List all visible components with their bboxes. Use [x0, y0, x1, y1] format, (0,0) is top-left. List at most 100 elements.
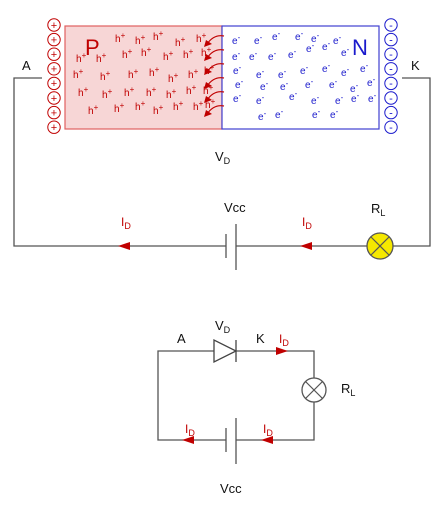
schematic-cathode-label: K [256, 331, 265, 346]
hole-carrier: h+ [115, 31, 126, 45]
diode-schematic: A K VD ID RL Vcc ID ID [157, 318, 355, 496]
electron-carrier: e- [272, 29, 281, 43]
electron-carrier: e- [235, 77, 244, 91]
positive-charge-circle [47, 18, 61, 32]
hole-carrier: h+ [114, 101, 125, 115]
electron-carrier: e- [351, 91, 360, 105]
hole-carrier: h+ [168, 71, 179, 85]
negative-charge-circle [384, 91, 398, 105]
positive-charge-sign: + [51, 64, 57, 76]
electron-carrier: e- [278, 67, 287, 81]
hole-carrier: h+ [149, 65, 160, 79]
positive-charge-sign: + [51, 107, 57, 119]
schematic-current-arrow-top [276, 347, 288, 355]
positive-charge-circle [47, 91, 61, 105]
current-arrow-left [118, 242, 130, 250]
electron-carrier: e- [288, 47, 297, 61]
negative-charge-sign: - [389, 93, 393, 105]
p-region-label: P [85, 35, 100, 60]
n-region-label: N [352, 35, 368, 60]
electron-carrier: e- [311, 93, 320, 107]
electron-carrier: e- [256, 67, 265, 81]
flow-arrow-head [204, 82, 212, 89]
hole-carrier: h+ [186, 83, 197, 97]
electron-carrier: e- [258, 109, 267, 123]
negative-charge-sign: - [389, 122, 393, 134]
flow-arrow-head [204, 96, 212, 103]
electron-carrier: e- [333, 33, 342, 47]
electron-carrier: e- [289, 89, 298, 103]
diode-symbol [213, 338, 238, 364]
schematic-diode-label: VD [215, 318, 231, 335]
p-region [64, 25, 223, 130]
positive-charge-sign: + [51, 20, 57, 32]
schematic-current-label-right: ID [263, 422, 273, 438]
negative-charge-circle [384, 62, 398, 76]
flow-arrow-head [204, 54, 212, 61]
positive-charge-circle [47, 120, 61, 134]
positive-charge-sign: + [51, 49, 57, 61]
positive-charge-sign: + [51, 34, 57, 46]
junction-flow-arrows [204, 35, 225, 117]
electron-carrier: e- [275, 107, 284, 121]
electron-carrier: e- [311, 31, 320, 45]
schematic-battery-symbol [225, 418, 237, 464]
schematic-load-label: RL [341, 381, 355, 398]
negative-charge-circle [384, 120, 398, 134]
electron-carrier: e- [300, 63, 309, 77]
electron-carrier: e- [268, 49, 277, 63]
negative-charge-sign: - [389, 64, 393, 76]
electron-carrier: e- [341, 65, 350, 79]
electron-carrier: e- [329, 77, 338, 91]
current-label-right: ID [302, 215, 312, 231]
negative-charge-sign: - [389, 49, 393, 61]
hole-carrier: h+ [128, 67, 139, 81]
positive-charge-circle [47, 105, 61, 120]
electron-carrier: e- [256, 93, 265, 107]
hole-carrier: h+ [124, 85, 135, 99]
hole-carrier: h+ [153, 103, 164, 117]
schematic-current-arrow-left [182, 436, 194, 444]
negative-charge-sign: - [389, 107, 393, 119]
hole-carrier: h+ [203, 83, 214, 97]
hole-carrier: h+ [96, 51, 107, 65]
flow-arrow-head [204, 40, 212, 47]
positive-charge-sign: + [51, 93, 57, 105]
electron-carrier: e- [232, 49, 241, 63]
negative-charge-circle [384, 32, 398, 47]
p-edge-charges: ++++++++ [47, 18, 61, 134]
hole-carrier: h+ [135, 99, 146, 113]
right-wire [393, 77, 431, 247]
lamp-icon [366, 232, 394, 260]
hole-carrier: h+ [196, 31, 207, 45]
cathode-terminal-label: K [411, 58, 420, 73]
positive-charge-circle [47, 32, 61, 47]
electron-carrier: e- [254, 33, 263, 47]
negative-charge-sign: - [389, 34, 393, 46]
current-label-left: ID [121, 215, 131, 231]
hole-carrier: h+ [188, 67, 199, 81]
electron-carrier: e- [335, 93, 344, 107]
negative-charge-circle [384, 76, 398, 91]
electron-carrier: e- [249, 49, 258, 63]
electron-carrier: e- [368, 91, 377, 105]
n-edge-charges: -------- [384, 18, 398, 134]
schematic-top-wire [236, 350, 315, 378]
electron-carrier: e- [233, 91, 242, 105]
flow-arrow-head [204, 68, 212, 75]
schematic-anode-label: A [177, 331, 186, 346]
electron-carrier: e- [360, 61, 369, 75]
electron-carrier: e- [330, 107, 339, 121]
hole-carrier: h+ [201, 45, 212, 59]
positive-charge-sign: + [51, 78, 57, 90]
hole-carrier: h+ [163, 49, 174, 63]
hole-carrier: h+ [102, 87, 113, 101]
hole-carrier: h+ [153, 29, 164, 43]
hole-carrier: h+ [88, 103, 99, 117]
positive-charge-circle [47, 47, 61, 61]
negative-charge-circle [384, 18, 398, 32]
hole-carrier: h+ [135, 33, 146, 47]
electron-carrier: e- [322, 61, 331, 75]
schematic-battery-label: Vcc [220, 481, 242, 496]
